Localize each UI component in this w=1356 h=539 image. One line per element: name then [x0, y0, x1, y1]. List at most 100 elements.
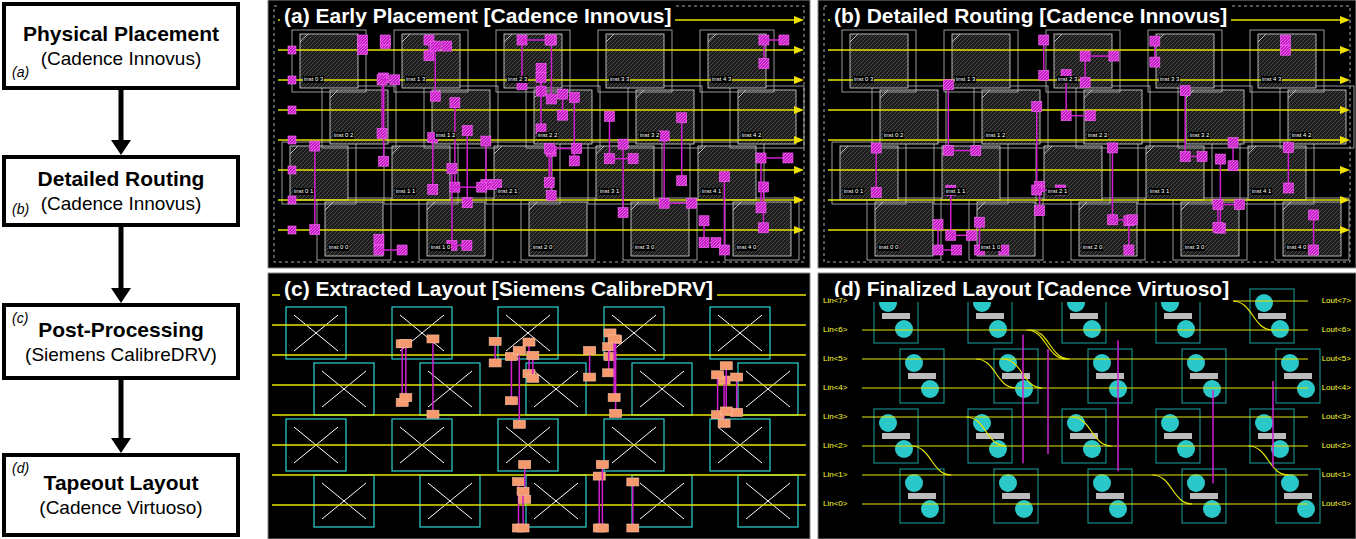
port-label: Lin<6>: [822, 326, 848, 335]
crossing-mark: [718, 315, 762, 351]
layout-shape: [529, 202, 537, 210]
pad-square: [584, 347, 596, 355]
via-square: [1039, 35, 1049, 45]
pad-square: [712, 371, 724, 379]
pin-square: [288, 106, 296, 114]
layout-shape: [427, 202, 435, 210]
mzi-cell: [526, 475, 586, 527]
cell-outline: [521, 198, 595, 260]
heater-pad: [1109, 500, 1127, 518]
step-title: Post-Processing: [38, 317, 204, 343]
port-label: Lout<0>: [1321, 500, 1352, 509]
waveguide-route: [278, 109, 796, 111]
via-square: [428, 184, 438, 194]
via-square: [618, 208, 628, 218]
pad-square: [427, 410, 439, 418]
port-label: Lout<7>: [1321, 297, 1352, 306]
pad-square: [627, 524, 639, 532]
cell-outline: [598, 30, 672, 92]
port-arrow: [1340, 226, 1350, 234]
heater-pad: [1015, 500, 1033, 518]
heater-pad: [895, 440, 913, 458]
device-cell: [1088, 349, 1132, 403]
waveguide-bend: [966, 417, 1006, 446]
pad-square: [400, 394, 412, 402]
coupler-bar: [1164, 433, 1192, 439]
pad-square: [517, 487, 529, 495]
panel-ground: [268, 273, 810, 539]
cell-outline: [628, 86, 702, 148]
via-square: [871, 143, 881, 153]
instance-label: inst 0 1: [293, 188, 314, 195]
pad-square: [489, 337, 501, 345]
port-label: Lin<2>: [822, 442, 848, 451]
die-boundary: [274, 6, 804, 262]
metal-route: [1288, 148, 1290, 188]
via-square: [1197, 151, 1207, 161]
instance-label: inst 0 2: [883, 132, 904, 139]
cell-instance: [494, 146, 552, 200]
pad-square: [513, 347, 525, 355]
instance-label: inst 0 3: [853, 76, 874, 83]
cell-instance: [875, 202, 933, 256]
pad-square: [400, 339, 412, 347]
pad-square: [519, 495, 531, 503]
via-square: [357, 35, 367, 45]
heater-pad: [1083, 440, 1101, 458]
pad-square: [593, 472, 605, 480]
waveguide-bend: [976, 359, 1016, 388]
metal-route: [875, 148, 877, 192]
layout-shape: [1084, 90, 1092, 98]
layout-shape: [631, 202, 639, 210]
port-arrow: [1340, 46, 1350, 54]
heater-pad: [1093, 354, 1111, 372]
via-square: [1180, 86, 1190, 96]
heater-pad: [905, 474, 923, 492]
via-square: [462, 240, 472, 250]
coupler-bar: [1096, 493, 1124, 499]
layout-shape: [504, 34, 512, 42]
metal-route: [435, 46, 437, 96]
instance-label: inst 2 3: [507, 76, 528, 83]
via-square: [756, 203, 766, 213]
cell-outline: [1178, 86, 1252, 148]
process-box: Detailed Routing(b)(Cadence Innovus): [2, 155, 240, 227]
mzi-cell: [314, 363, 374, 415]
heater-pad: [989, 320, 1007, 338]
instance-label: inst 4 3: [1261, 76, 1282, 83]
cell-instance: [1288, 90, 1346, 144]
via-square: [569, 92, 579, 102]
cell-outline: [934, 142, 1008, 204]
crossing-mark: [640, 483, 684, 519]
via-square: [558, 89, 568, 99]
port-arrow: [1340, 166, 1350, 174]
heater-pad: [905, 354, 923, 372]
layout-shape: [875, 202, 883, 210]
step-title: Detailed Routing: [38, 166, 205, 192]
cell-instance: [1248, 146, 1306, 200]
instance-label: inst 4 1: [701, 188, 722, 195]
metal-route: [681, 118, 683, 181]
layout-shape: [850, 34, 858, 42]
via-square: [971, 146, 981, 156]
waveguide-bend: [1026, 330, 1066, 359]
via-square: [677, 176, 687, 186]
cell-instance: [1181, 202, 1239, 256]
pad-square: [519, 461, 531, 469]
metal-route: [1022, 335, 1024, 463]
metal-route: [451, 168, 453, 245]
metal-route: [466, 130, 468, 202]
via-square: [1309, 245, 1319, 255]
device-cell: [1276, 469, 1320, 523]
layout-shape: [1258, 34, 1266, 42]
cell-outline: [1173, 198, 1247, 260]
instance-label: inst 4 0: [736, 244, 757, 251]
via-square: [310, 225, 320, 235]
instance-label: inst 1 2: [435, 132, 456, 139]
instance-label: inst 3 0: [1184, 244, 1205, 251]
cell-outline: [867, 198, 941, 260]
arrow-head: [111, 288, 131, 303]
instance-label: inst 4 1: [1251, 188, 1272, 195]
pin-square: [288, 226, 296, 234]
pin-square: [288, 46, 296, 54]
